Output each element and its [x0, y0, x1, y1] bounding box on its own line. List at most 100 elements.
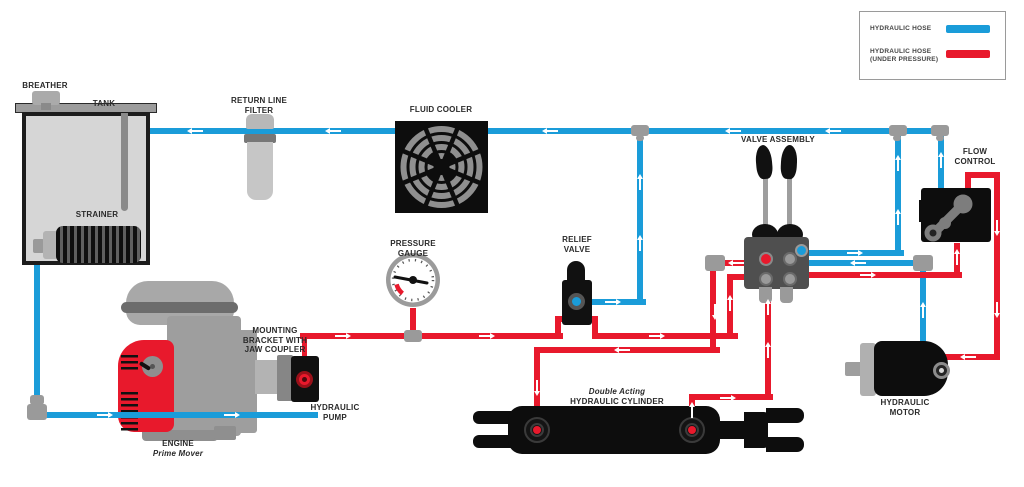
flow-arrow [894, 153, 902, 173]
cylinder-right-prong [766, 408, 804, 423]
valve-port [759, 272, 773, 286]
gauge-stem-hose [410, 308, 416, 338]
valve-inlet-hose-jog [727, 274, 751, 280]
cylinder-rod [718, 421, 748, 439]
flow-arrow [993, 300, 1001, 320]
breather [32, 91, 60, 105]
flow-arrow [726, 259, 746, 267]
motor-port-dot [939, 368, 944, 373]
tank-label: TANK [92, 99, 116, 108]
flow-arrow [612, 346, 632, 354]
flow-arrow [222, 411, 242, 419]
engine-tank-band [121, 302, 238, 313]
motor-shaft [845, 362, 863, 376]
engine-shaft-housing [255, 360, 281, 394]
flow-arrow [958, 353, 978, 361]
valve-return-hose-v [895, 128, 901, 256]
relief-valve-knob [567, 261, 585, 285]
fluid-cooler [395, 121, 488, 213]
flow-arrow [603, 298, 623, 306]
valve-port [783, 272, 797, 286]
hose-sleeve [30, 395, 44, 405]
strainer-label: STRAINER [75, 210, 119, 219]
flow-arrow [95, 411, 115, 419]
cylinder-port-core [688, 426, 696, 434]
legend-item-label: HYDRAULIC HOSE(UNDER PRESSURE) [870, 48, 939, 63]
corner-coupler [931, 125, 949, 136]
flow-arrow [764, 297, 772, 317]
engine-vent-slots [121, 416, 138, 432]
flow-arrow [333, 332, 353, 340]
valve-port-blue [795, 244, 808, 257]
flow-arrow [723, 127, 743, 135]
pressure-gauge [386, 253, 440, 307]
filter-ring [244, 134, 276, 143]
elbow-coupler [27, 404, 47, 420]
tee-coupler-stub [636, 135, 644, 141]
flow-arrow [845, 249, 865, 257]
tee-coupler [631, 125, 649, 136]
gauge-tee-coupler [404, 330, 422, 342]
elbow-coupler [705, 255, 725, 271]
cylinder-left-prong [473, 411, 513, 424]
legend-swatch-hose-pressure [946, 50, 990, 58]
flow-arrow [647, 332, 667, 340]
breather-label: BREATHER [22, 81, 68, 90]
tee-coupler-stub [893, 135, 901, 141]
relief-return-hose-v [637, 128, 643, 305]
engine-side-slab [235, 330, 257, 433]
flow-arrow [636, 172, 644, 192]
filter-cap [246, 114, 274, 129]
valve-lever-shaft [763, 176, 768, 231]
valve-to-flowcontrol-hose [806, 272, 962, 278]
valve-lever-shaft [787, 176, 792, 231]
flowcontrol-loop-top [965, 172, 1000, 178]
flow-arrow [919, 300, 927, 320]
cylinder-port-core [533, 426, 541, 434]
flow-control [919, 188, 991, 242]
relief-valve-port [568, 293, 585, 310]
flowcontrol-outlet-stub [965, 172, 971, 194]
fluid-cooler-label: FLUID COOLER [409, 105, 473, 114]
engine-base-foot [214, 426, 236, 440]
flow-arrow [993, 218, 1001, 238]
tee-coupler [889, 125, 907, 136]
flow-arrow [636, 233, 644, 253]
motor-end-cap [860, 343, 876, 396]
breather-stem [41, 103, 51, 110]
legend-swatch-hose [946, 25, 990, 33]
flow-arrow [848, 259, 868, 267]
legend-item-label: HYDRAULIC HOSE [870, 25, 932, 32]
flow-arrow [858, 271, 878, 279]
tank-drop-tube [121, 113, 128, 211]
strainer-cap [43, 231, 58, 259]
flow-arrow [185, 127, 205, 135]
flow-arrow [711, 302, 719, 322]
flow-arrow [823, 127, 843, 135]
flow-arrow [477, 332, 497, 340]
supply-hose-h1 [300, 333, 563, 339]
corner-coupler-stub [936, 135, 944, 141]
flow-arrow [533, 378, 541, 398]
return-line-filter [247, 142, 273, 200]
strainer-nipple [33, 239, 44, 253]
legend: HYDRAULIC HOSE HYDRAULIC HOSE(UNDER PRES… [859, 11, 1006, 80]
suction-hose-v [34, 248, 40, 415]
cylinder-clevis [744, 412, 768, 448]
recoil-hub [150, 364, 155, 369]
relief-bridge-right [592, 316, 598, 339]
flow-arrow [323, 127, 343, 135]
flow-arrow [718, 394, 738, 402]
valve-lever-handle [754, 144, 774, 180]
flow-arrow [764, 340, 772, 360]
strainer [56, 226, 141, 263]
engine-base-skid [142, 430, 218, 441]
